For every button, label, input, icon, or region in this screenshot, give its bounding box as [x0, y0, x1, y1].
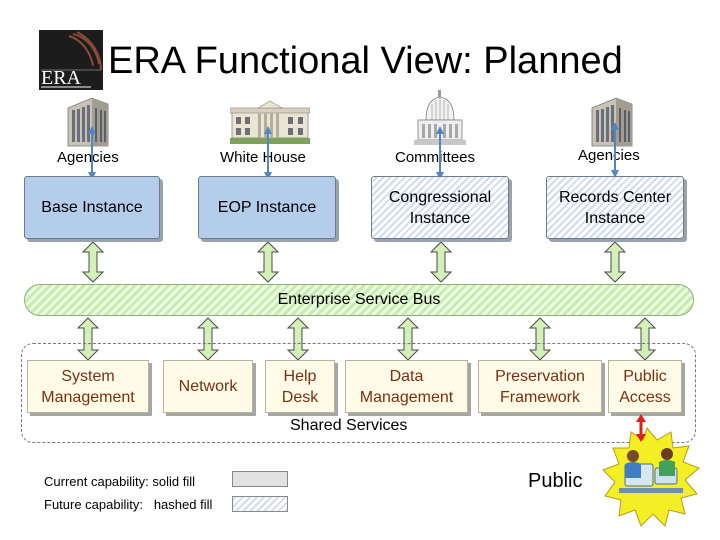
- stakeholder-label-committees: Committees: [395, 149, 476, 166]
- legend-current-text: Current capability: solid fill: [44, 474, 196, 489]
- logo-text: ERA: [41, 67, 82, 89]
- instance-records-center[interactable]: Records Center Instance: [546, 176, 684, 239]
- green-arrow: [429, 241, 453, 283]
- public-people-icon: [619, 448, 683, 493]
- shared-services-label: Shared Services: [290, 417, 408, 434]
- green-arrow: [603, 241, 627, 283]
- enterprise-service-bus-label: Enterprise Service Bus: [277, 291, 441, 308]
- stakeholder-label-agencies-2: Agencies: [578, 147, 640, 164]
- green-arrow: [81, 241, 105, 283]
- red-double-arrow: [636, 414, 646, 442]
- page-title: ERA Functional View: Planned: [108, 40, 623, 82]
- enterprise-service-bus[interactable]: [24, 284, 694, 316]
- service-system-management[interactable]: System Management: [27, 360, 149, 413]
- service-public-access[interactable]: Public Access: [608, 360, 682, 413]
- agency-building-icon: [62, 96, 116, 153]
- legend-hashed-swatch: [232, 496, 288, 512]
- shared-services-area: [21, 343, 696, 443]
- service-network[interactable]: Network: [163, 360, 253, 413]
- stakeholder-label-white-house: White House: [220, 149, 306, 166]
- legend-future-text: Future capability: hashed fill: [44, 497, 213, 512]
- service-help-desk[interactable]: Help Desk: [265, 360, 335, 413]
- instance-congressional[interactable]: Congressional Instance: [371, 176, 509, 239]
- era-logo: ERA: [39, 30, 103, 90]
- instance-base[interactable]: Base Instance: [24, 176, 160, 239]
- public-starburst: [602, 414, 700, 527]
- instance-eop[interactable]: EOP Instance: [198, 176, 336, 239]
- service-data-management[interactable]: Data Management: [345, 360, 468, 413]
- service-preservation-framework[interactable]: Preservation Framework: [478, 360, 602, 413]
- stakeholder-label-agencies: Agencies: [57, 149, 119, 166]
- public-label: Public: [528, 470, 583, 492]
- green-arrow: [256, 241, 280, 283]
- legend-solid-swatch: [232, 471, 288, 487]
